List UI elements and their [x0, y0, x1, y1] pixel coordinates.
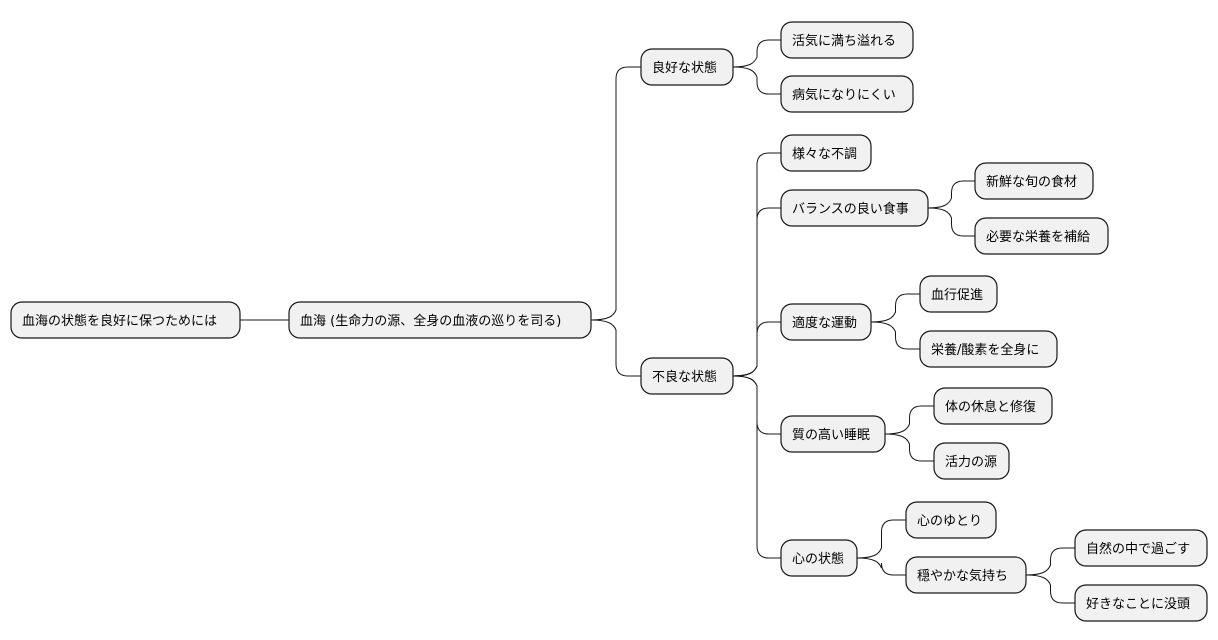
- mindmap-edge: [870, 293, 920, 323]
- mindmap-node-box: [919, 275, 998, 313]
- mindmap-edge: [884, 405, 934, 435]
- mindmap-node-box: [780, 75, 914, 113]
- mindmap-node-label: 穏やかな気持ち: [917, 568, 1008, 584]
- mindmap-node-9: 必要な栄養を補給: [974, 217, 1109, 255]
- mindmap-node-box: [780, 303, 872, 341]
- mindmap-node-box: [1074, 584, 1208, 622]
- mindmap-node-18: 穏やかな気持ち: [905, 556, 1027, 594]
- mindmap-edge: [732, 321, 781, 377]
- mindmap-node-4: 病気になりにくい: [780, 75, 914, 113]
- mindmap-node-label: 自然の中で過ごす: [1086, 541, 1190, 557]
- mindmap-edge: [1025, 547, 1075, 576]
- mindmap-node-label: 血海 (生命力の源、全身の血液の巡りを司る): [300, 313, 561, 329]
- mindmap-edge: [590, 319, 641, 377]
- mindmap-node-label: 良好な状態: [652, 60, 717, 76]
- mindmap-node-label: バランスの良い食事: [792, 201, 909, 217]
- mindmap-node-box: [905, 556, 1027, 594]
- mindmap-node-label: 適度な運動: [792, 315, 857, 331]
- mindmap-node-box: [288, 301, 592, 339]
- mindmap-node-16: 心の状態: [780, 539, 858, 577]
- mindmap-node-box: [640, 48, 734, 86]
- mindmap-node-8: 新鮮な旬の食材: [974, 162, 1094, 200]
- mindmap-node-15: 活力の源: [933, 442, 1010, 480]
- mindmap-nodes: 血海の状態を良好に保つためには 血海 (生命力の源、全身の血液の巡りを司る) 良好な…: [10, 21, 1208, 622]
- mindmap-node-19: 自然の中で過ごす: [1074, 529, 1208, 567]
- mindmap-node-box: [780, 134, 872, 172]
- mindmap-node-box: [933, 442, 1010, 480]
- mindmap-edge: [732, 66, 781, 95]
- mindmap-node-box: [933, 387, 1053, 425]
- mindmap-node-box: [780, 189, 929, 227]
- mindmap-node-box: [1074, 529, 1208, 567]
- mindmap-edge: [870, 321, 920, 350]
- mindmap-node-box: [974, 217, 1109, 255]
- mindmap-node-label: 栄養/酸素を全身に: [931, 342, 1039, 358]
- mindmap-node-label: 活気に満ち溢れる: [792, 33, 896, 49]
- mindmap-edge: [927, 180, 975, 209]
- mindmap-node-label: 活力の源: [945, 455, 997, 470]
- mindmap-node-box: [780, 21, 914, 59]
- mindmap-node-11: 血行促進: [919, 275, 998, 313]
- mindmap-node-box: [780, 539, 858, 577]
- mindmap-edge: [856, 519, 906, 559]
- mindmap-node-12: 栄養/酸素を全身に: [919, 330, 1058, 368]
- mindmap-node-label: 血海の状態を良好に保つためには: [22, 313, 217, 329]
- mindmap-node-3: 活気に満ち溢れる: [780, 21, 914, 59]
- mindmap-edges: [240, 39, 1075, 604]
- mindmap-edge: [927, 207, 975, 237]
- mindmap-edge: [732, 375, 781, 559]
- mindmap-node-box: [780, 415, 886, 453]
- mindmap-node-box: [919, 330, 1058, 368]
- mindmap-node-1: 血海 (生命力の源、全身の血液の巡りを司る): [288, 301, 592, 339]
- mindmap-edge: [590, 66, 641, 321]
- mindmap-node-label: 様々な不調: [792, 147, 857, 162]
- mindmap-node-14: 体の休息と修復: [933, 387, 1053, 425]
- mindmap-node-2: 良好な状態: [640, 48, 734, 86]
- mindmap-node-label: 不良な状態: [652, 369, 717, 385]
- mindmap-node-label: 病気になりにくい: [792, 87, 896, 103]
- mindmap-node-label: 質の高い睡眠: [792, 427, 870, 443]
- mindmap-edge: [1025, 574, 1075, 604]
- mindmap-node-label: 新鮮な旬の食材: [986, 174, 1077, 190]
- mindmap-node-7: バランスの良い食事: [780, 189, 929, 227]
- mindmap-node-13: 質の高い睡眠: [780, 415, 886, 453]
- mindmap-edge: [732, 39, 781, 68]
- mindmap-node-5: 不良な状態: [640, 357, 734, 395]
- mindmap-node-label: 心の状態: [792, 551, 844, 567]
- mindmap-node-10: 適度な運動: [780, 303, 872, 341]
- mindmap-node-label: 好きなことに没頭: [1086, 597, 1190, 612]
- mindmap-node-0: 血海の状態を良好に保つためには: [10, 301, 241, 339]
- mindmap-node-label: 心のゆとり: [917, 514, 982, 529]
- mindmap-node-17: 心のゆとり: [905, 501, 997, 539]
- mindmap-node-box: [10, 301, 241, 339]
- mindmap-node-20: 好きなことに没頭: [1074, 584, 1208, 622]
- mindmap-edge: [856, 557, 906, 576]
- mindmap-node-label: 血行促進: [931, 288, 983, 303]
- mindmap-edge: [884, 433, 934, 462]
- mindmap-node-box: [974, 162, 1094, 200]
- mindmap-node-box: [905, 501, 997, 539]
- mindmap-node-box: [640, 357, 734, 395]
- mindmap-node-6: 様々な不調: [780, 134, 872, 172]
- mindmap-node-label: 必要な栄養を補給: [986, 229, 1090, 245]
- mindmap-node-label: 体の休息と修復: [945, 399, 1036, 415]
